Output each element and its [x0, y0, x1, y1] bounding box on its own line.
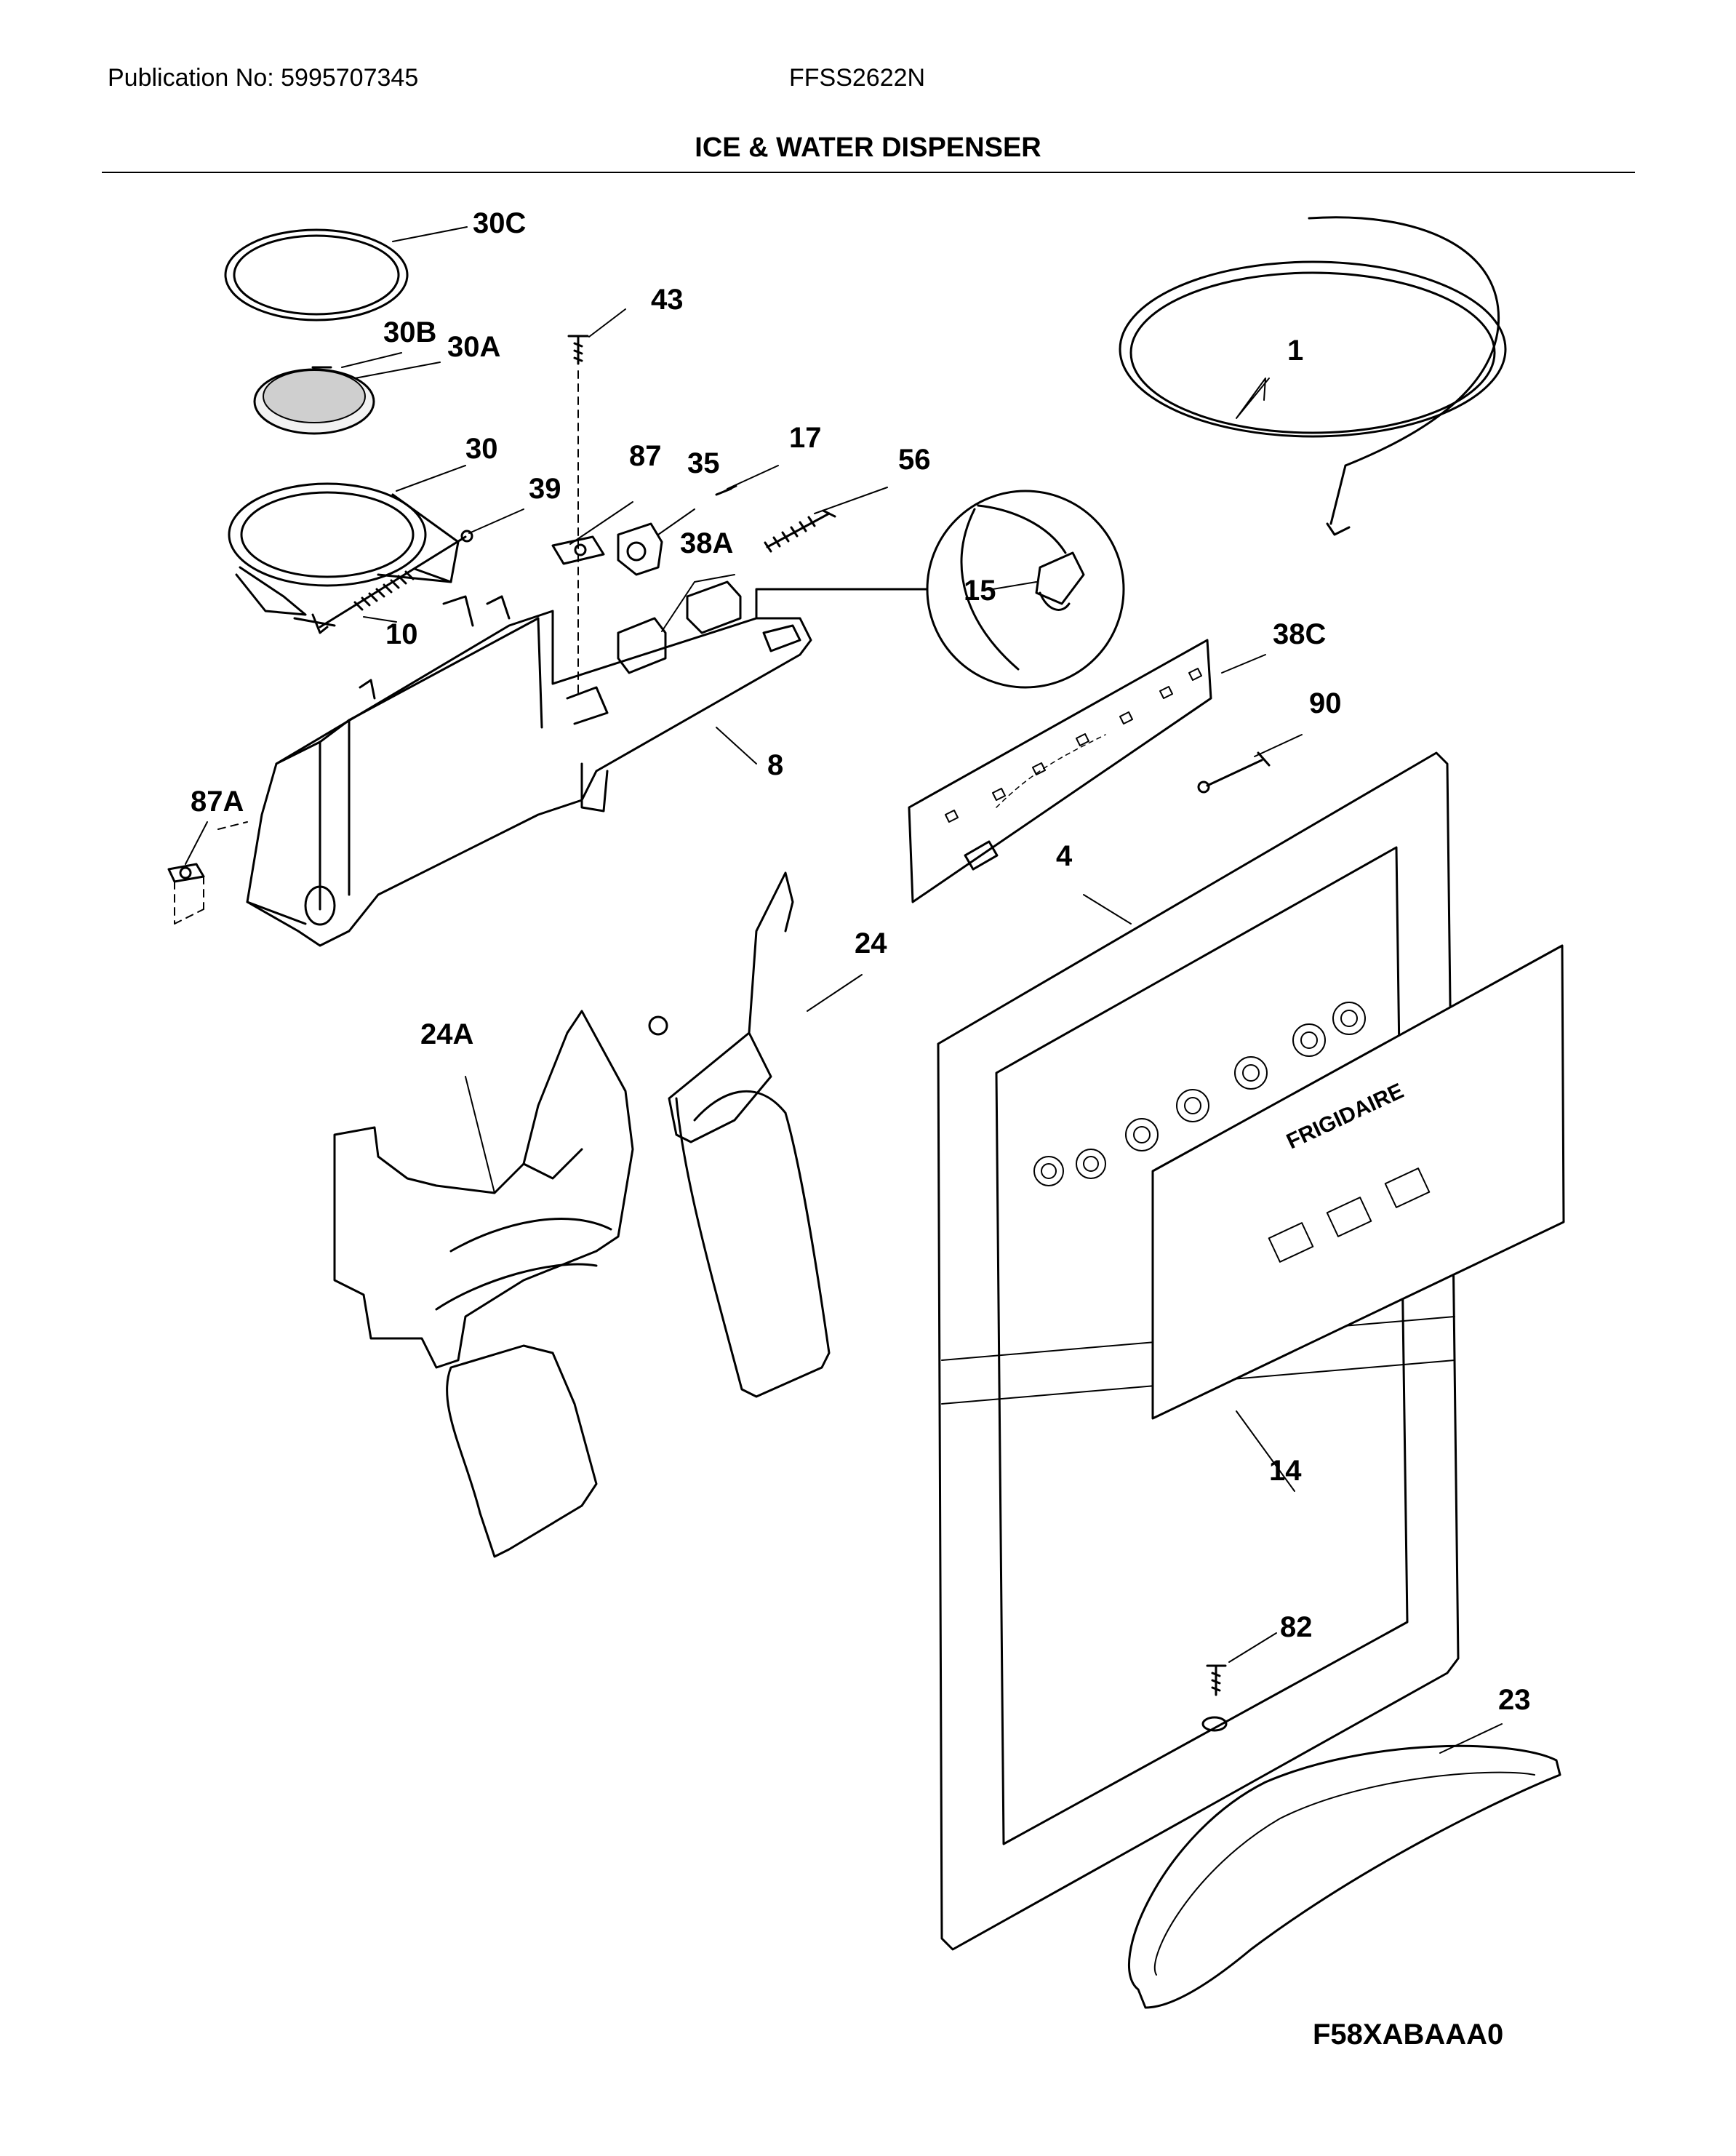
publication-number: Publication No: 5995707345 — [108, 64, 419, 92]
part-90-pin — [1197, 751, 1271, 794]
model-number: FFSS2622N — [789, 64, 926, 92]
part-24a-ice-chute — [333, 1010, 634, 1558]
callout-15: 15 — [964, 575, 996, 607]
part-1-water-tube — [1119, 216, 1507, 536]
part-38a-switch-right — [686, 580, 742, 634]
part-30a-filter-disc — [253, 366, 375, 435]
figure-code: F58XABAAA0 — [1313, 2019, 1504, 2051]
callout-30: 30 — [465, 433, 498, 465]
callout-17: 17 — [789, 422, 822, 454]
callout-82: 82 — [1280, 1611, 1313, 1643]
callout-14: 14 — [1269, 1455, 1302, 1487]
part-38a-switch-left — [617, 617, 667, 674]
callout-4: 4 — [1056, 840, 1073, 872]
part-23-drip-tray — [1127, 1744, 1561, 2009]
callout-30b: 30B — [383, 316, 436, 348]
callout-30a: 30A — [447, 331, 500, 363]
part-56-screw — [764, 509, 836, 553]
callout-30c: 30C — [473, 207, 526, 239]
part-38c-control-board — [908, 639, 1212, 903]
callout-leader-lines — [185, 226, 1503, 1754]
part-4-front-panel — [937, 751, 1460, 1951]
callout-10: 10 — [385, 618, 418, 650]
callout-38c: 38C — [1273, 618, 1326, 650]
callout-56: 56 — [898, 444, 931, 476]
part-35-actuator — [617, 522, 663, 576]
part-30c-ring — [224, 228, 409, 322]
callout-24: 24 — [855, 927, 887, 959]
part-43-screw — [567, 335, 589, 699]
part-8-housing — [246, 595, 812, 947]
callout-23: 23 — [1498, 1684, 1531, 1716]
part-17-screw — [715, 484, 737, 496]
part-15-detail-inset — [755, 490, 1125, 689]
part-24-paddle — [648, 871, 831, 1398]
callout-8: 8 — [767, 749, 783, 781]
page-title: ICE & WATER DISPENSER — [695, 132, 1041, 163]
callout-labels: 30C 30B 30A 43 1 30 87 35 17 56 39 38A 1… — [191, 207, 1531, 1716]
part-39-rod-spring — [319, 530, 473, 628]
callout-1: 1 — [1287, 335, 1303, 367]
callout-87: 87 — [629, 440, 662, 472]
callout-24a: 24A — [420, 1018, 473, 1050]
part-14-overlay: FRIGIDAIRE — [1151, 944, 1565, 1420]
callout-43: 43 — [651, 284, 684, 316]
callout-35: 35 — [687, 447, 720, 479]
header-divider — [102, 172, 1635, 173]
callout-39: 39 — [529, 473, 561, 505]
callout-38a: 38A — [680, 527, 733, 559]
callout-87a: 87A — [191, 786, 244, 818]
part-30-housing-ring — [228, 482, 460, 634]
part-87a-clip — [167, 821, 248, 925]
callout-90: 90 — [1309, 687, 1342, 719]
part-82-screw — [1201, 1664, 1228, 1732]
part-87-clip — [551, 535, 605, 565]
